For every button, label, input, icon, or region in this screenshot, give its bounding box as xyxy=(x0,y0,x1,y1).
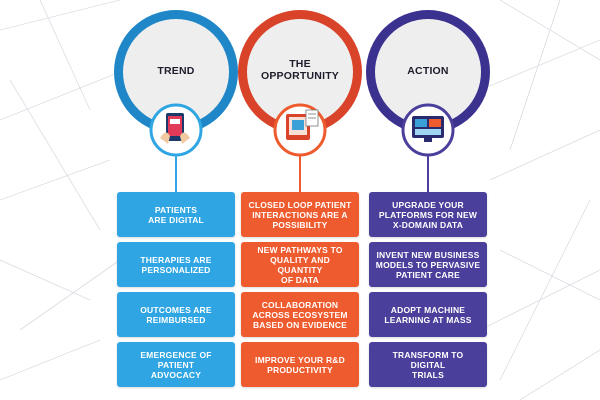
column-trend: TREND PATIENTS ARE DIGITAL THERAPIES ARE… xyxy=(84,0,268,400)
trend-item-2: THERAPIES ARE PERSONALIZED xyxy=(117,242,235,287)
opportunity-item-1: CLOSED LOOP PATIENT INTERACTIONS ARE A P… xyxy=(241,192,359,237)
trend-item-1: PATIENTS ARE DIGITAL xyxy=(117,192,235,237)
action-ring xyxy=(366,10,490,195)
opportunity-ring xyxy=(238,10,362,195)
smartphone-hands-icon xyxy=(160,113,190,144)
column-opportunity: THE OPPORTUNITY CLOSED LOOP PATIENT INTE… xyxy=(208,0,392,400)
column-title-action: ACTION xyxy=(407,65,449,77)
action-item-3: ADOPT MACHINE LEARNING AT MASS xyxy=(369,292,487,337)
action-item-4: TRANSFORM TO DIGITAL TRIALS xyxy=(369,342,487,387)
column-title-opportunity: THE OPPORTUNITY xyxy=(260,58,340,82)
column-action: ACTION UPGRADE YOUR PLATFORMS FOR NEW X-… xyxy=(336,0,520,400)
action-item-1: UPGRADE YOUR PLATFORMS FOR NEW X-DOMAIN … xyxy=(369,192,487,237)
action-item-2: INVENT NEW BUSINESS MODELS TO PERVASIVE … xyxy=(369,242,487,287)
opportunity-item-3: COLLABORATION ACROSS ECOSYSTEM BASED ON … xyxy=(241,292,359,337)
trend-item-4: EMERGENCE OF PATIENT ADVOCACY xyxy=(117,342,235,387)
column-title-trend: TREND xyxy=(157,65,195,77)
opportunity-item-2: NEW PATHWAYS TO QUALITY AND QUANTITY OF … xyxy=(241,242,359,287)
tablet-documents-icon xyxy=(286,109,319,140)
opportunity-item-4: IMPROVE YOUR R&D PRODUCTIVITY xyxy=(241,342,359,387)
dashboard-monitor-icon xyxy=(412,116,444,142)
trend-ring xyxy=(114,10,238,195)
trend-item-3: OUTCOMES ARE REIMBURSED xyxy=(117,292,235,337)
